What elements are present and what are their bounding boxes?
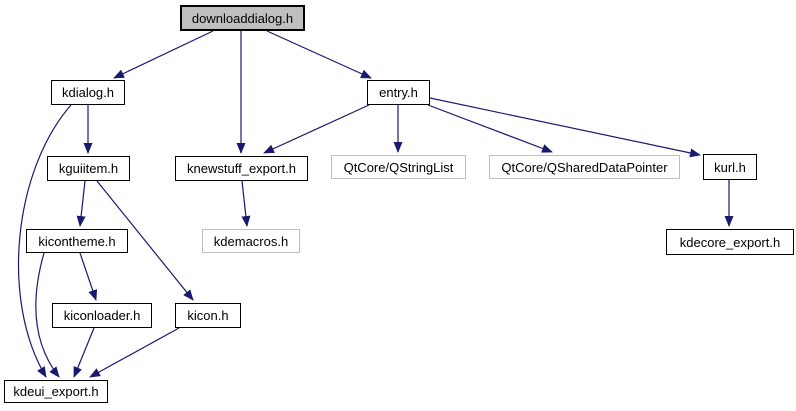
edge-entry-kurl	[429, 97, 701, 158]
edge-downloaddialog-kdialog	[113, 30, 214, 79]
node-kurl[interactable]: kurl.h	[703, 154, 757, 180]
node-kiconloader[interactable]: kiconloader.h	[52, 303, 152, 328]
node-kdecore-export[interactable]: kdecore_export.h	[666, 229, 794, 255]
node-qtcore-qstringlist: QtCore/QStringList	[331, 155, 466, 179]
node-kdemacros: kdemacros.h	[202, 229, 300, 253]
edge-knewstuff_export-kdemacros	[241, 180, 251, 227]
node-knewstuff-export[interactable]: knewstuff_export.h	[175, 156, 308, 181]
edge-entry-knewstuff_export	[263, 104, 370, 154]
edge-kicontheme-kdeui_export	[35, 252, 60, 378]
edge-kicontheme-kiconloader	[79, 252, 98, 301]
edge-kicon-kdeui_export	[89, 327, 180, 378]
node-kdeui-export[interactable]: kdeui_export.h	[4, 380, 108, 403]
node-kguiitem[interactable]: kguiitem.h	[47, 156, 130, 181]
node-kicontheme[interactable]: kicontheme.h	[26, 229, 128, 253]
node-downloaddialog: downloaddialog.h	[180, 5, 305, 31]
node-kicon[interactable]: kicon.h	[175, 303, 241, 328]
node-qtcore-qshareddatapointer: QtCore/QSharedDataPointer	[489, 155, 680, 179]
edge-entry-qshareddatapointer	[427, 104, 553, 153]
edge-kguiitem-kicontheme	[76, 180, 86, 227]
node-entry[interactable]: entry.h	[367, 80, 430, 105]
edge-downloaddialog-entry	[266, 30, 372, 79]
edge-kiconloader-kdeui_export	[73, 327, 95, 378]
edge-kguiitem-kicon	[96, 180, 194, 301]
node-kdialog[interactable]: kdialog.h	[51, 80, 125, 105]
edge-kdialog-kdeui_export	[17, 104, 72, 378]
